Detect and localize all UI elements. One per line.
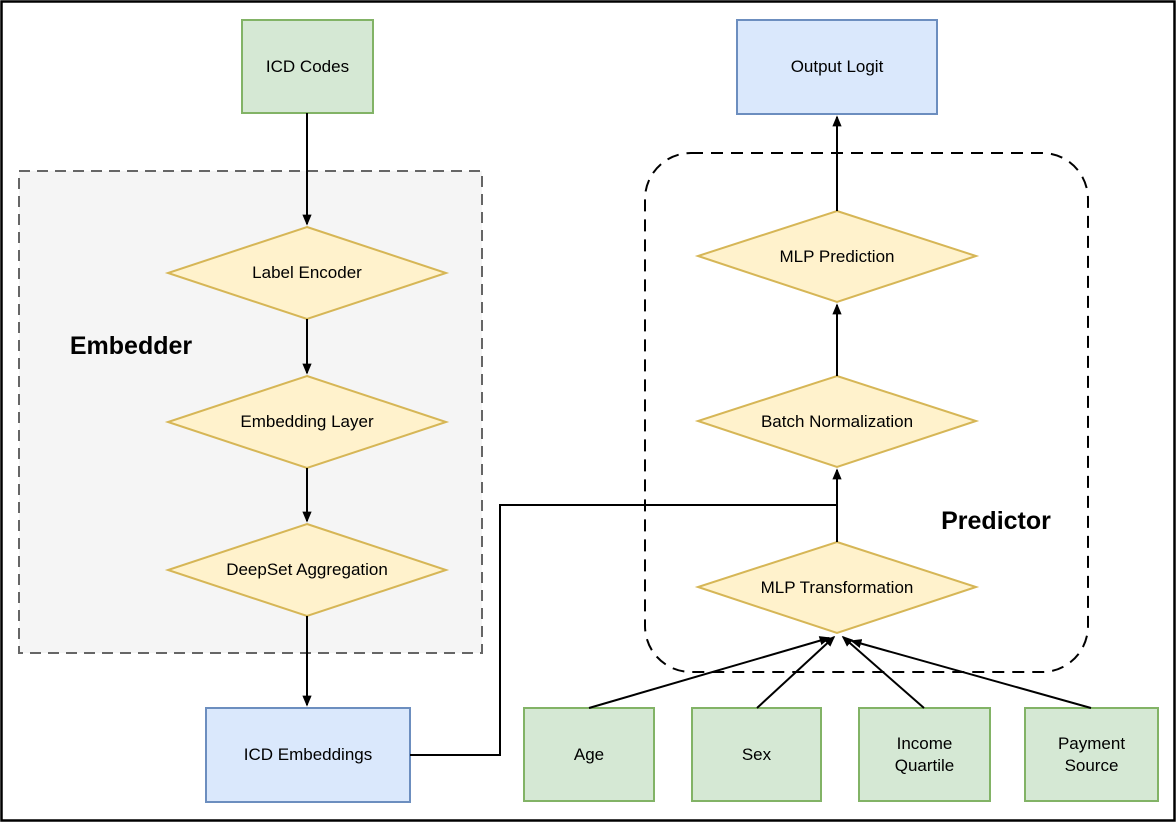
node-icd-codes-shape (241, 19, 374, 114)
edge-icd-embeddings-to-batch-normalization (410, 504, 837, 756)
node-payment-source-shape (1024, 707, 1159, 802)
node-mlp-prediction-shape (694, 209, 980, 304)
node-income-quartile-shape (858, 707, 991, 802)
edge-income-quartile-to-mlp-transformation (841, 635, 925, 709)
node-sex-shape (691, 707, 822, 802)
node-mlp-transformation-shape (694, 540, 980, 635)
node-icd-embeddings-shape (205, 707, 411, 803)
edge-age-to-mlp-transformation (588, 636, 831, 709)
node-output-logit-shape (736, 19, 938, 115)
edge-payment-source-to-mlp-transformation (850, 639, 1092, 709)
node-age-shape (523, 707, 655, 802)
edge-sex-to-mlp-transformation (756, 635, 836, 709)
node-batch-normalization-shape (694, 374, 980, 469)
